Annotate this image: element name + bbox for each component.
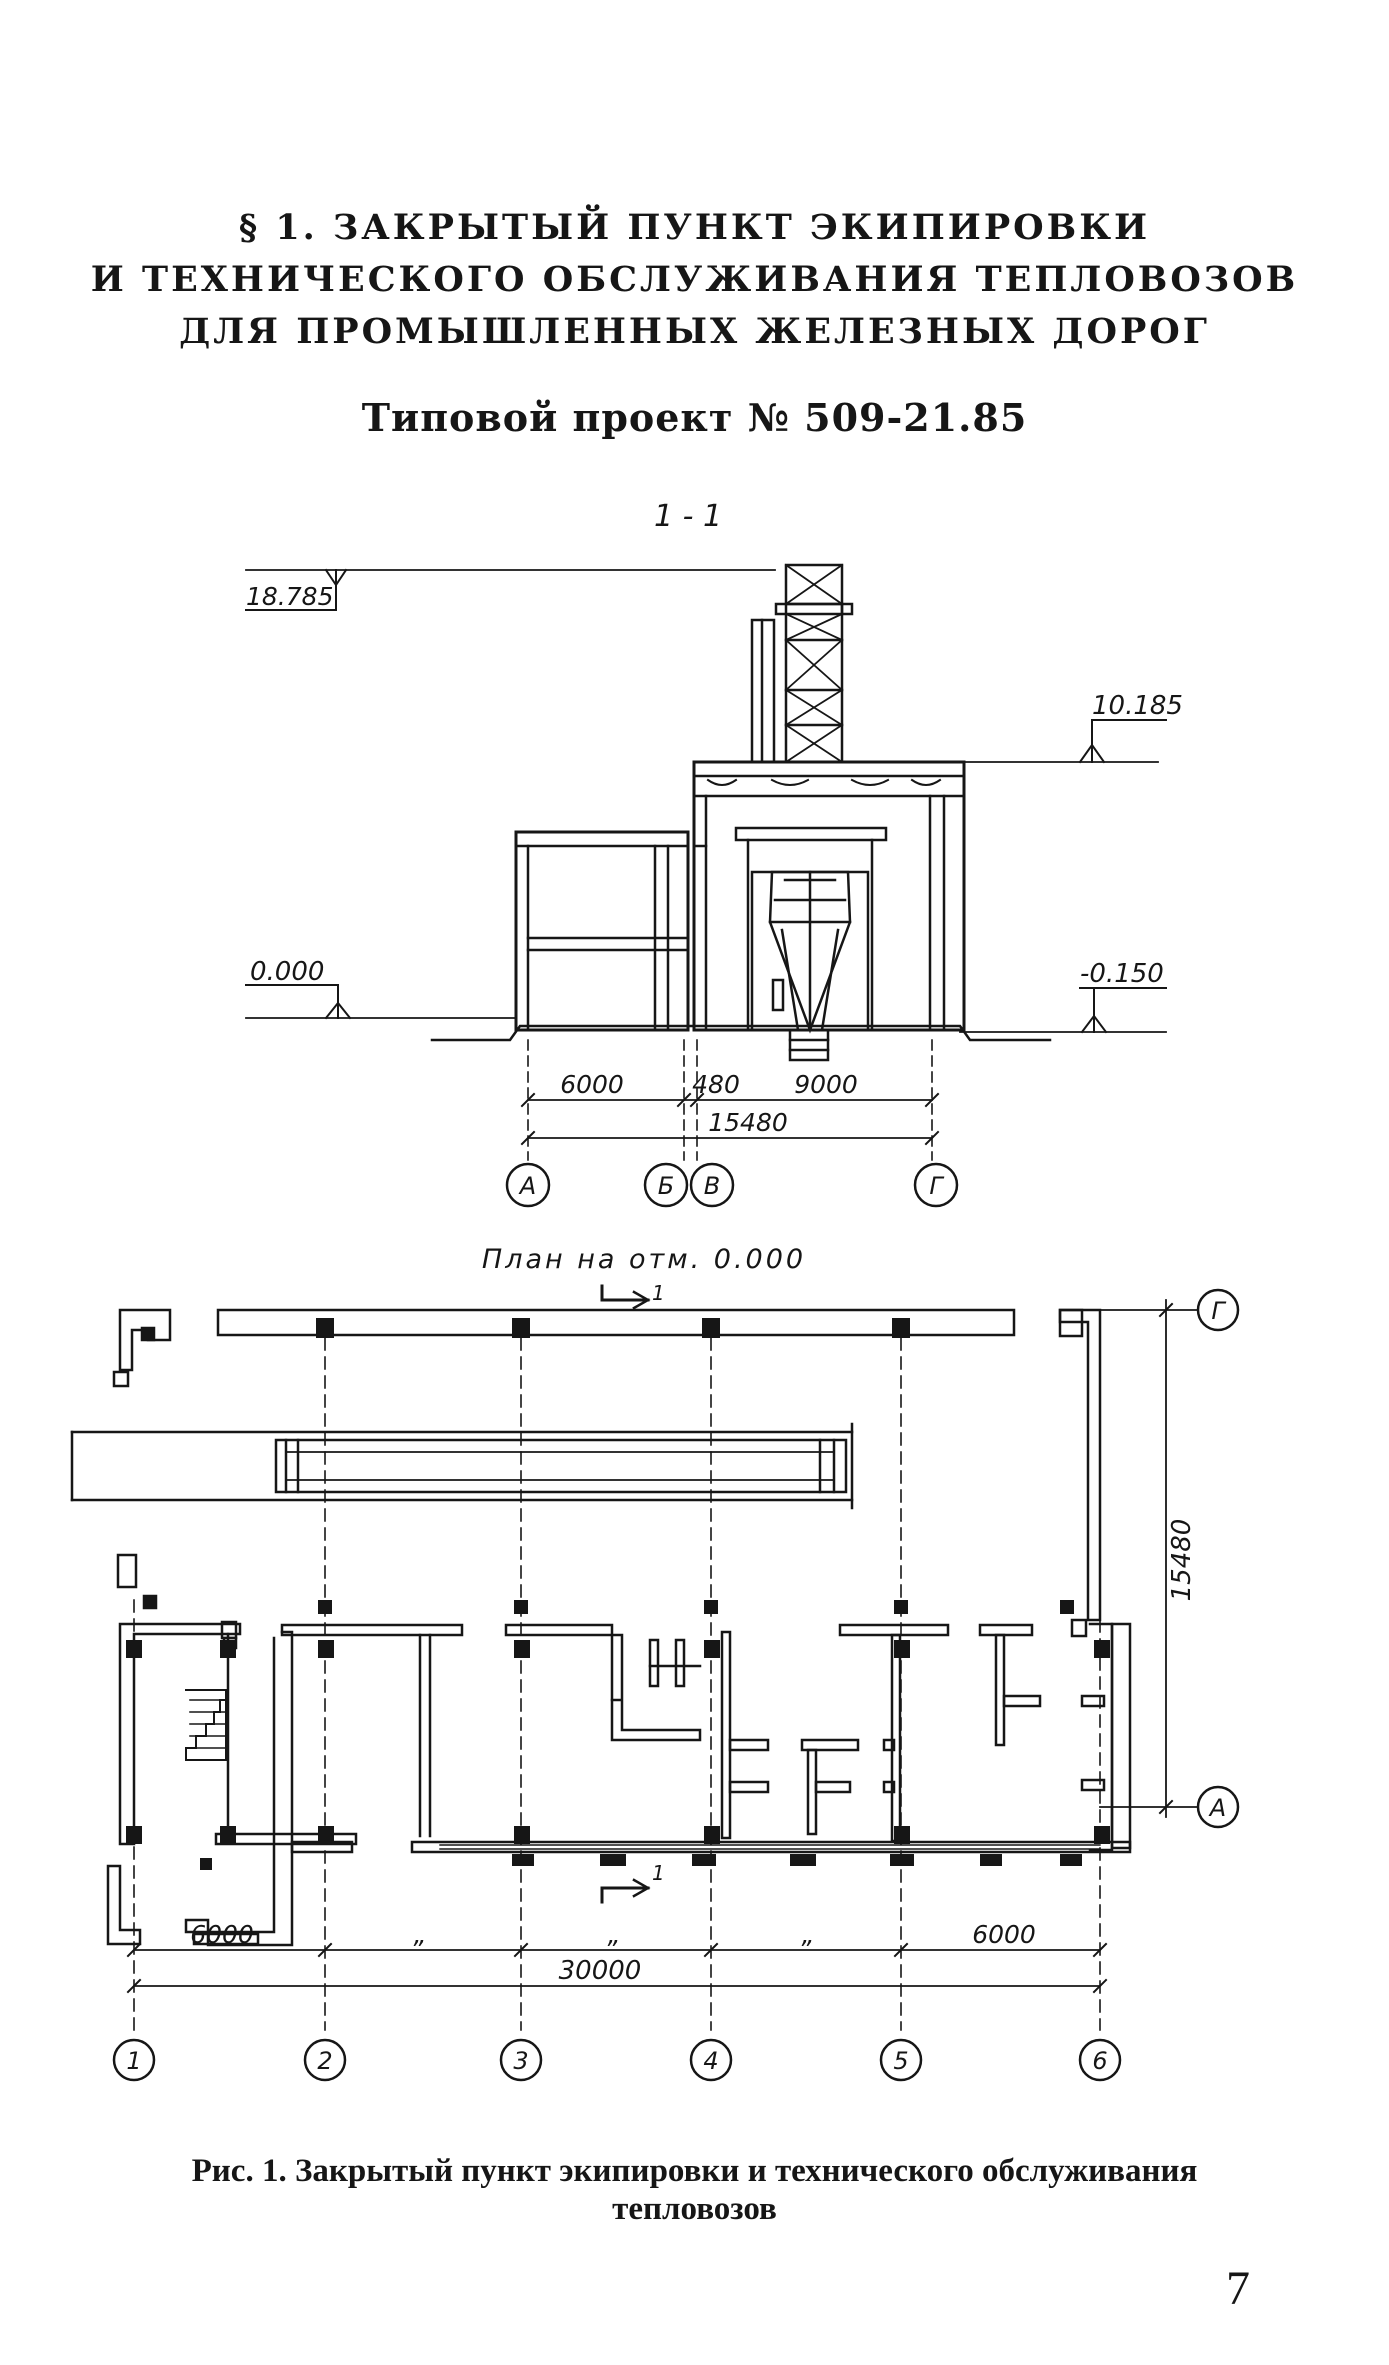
level-roof: 10.185 xyxy=(1092,691,1183,721)
dim-480: 480 xyxy=(692,1070,740,1099)
section-1-1 xyxy=(245,563,1167,1208)
axis-2: 2 xyxy=(317,2047,332,2075)
axis-a-plan: А xyxy=(1208,1794,1226,1822)
figure-caption: Рис. 1. Закрытый пункт экипировки и техн… xyxy=(0,2152,1389,2228)
dim-15480-plan: 15480 xyxy=(1167,1519,1197,1602)
axis-a-section: А xyxy=(518,1172,536,1200)
caption-line-2: тепловозов xyxy=(612,2191,777,2227)
level-minus: -0.150 xyxy=(1080,959,1164,989)
dim-30000: 30000 xyxy=(559,1956,642,1986)
axis-b-section: Б xyxy=(658,1172,674,1200)
dim-ditto-2: „ xyxy=(608,1920,621,1949)
level-zero: 0.000 xyxy=(250,957,324,987)
dim-ditto-3: „ xyxy=(802,1920,815,1949)
dim-15480-section: 15480 xyxy=(708,1108,788,1137)
dim-ditto-1: „ xyxy=(414,1920,427,1949)
axis-4: 4 xyxy=(703,2047,718,2075)
heading-line-1: § 1. ЗАКРЫТЫЙ ПУНКТ ЭКИПИРОВКИ xyxy=(238,207,1151,248)
dim-9000: 9000 xyxy=(794,1070,858,1099)
cut-mark-top: 1 xyxy=(652,1281,665,1305)
axis-6: 6 xyxy=(1092,2047,1107,2075)
level-top: 18.785 xyxy=(246,582,333,611)
axis-g-plan: Г xyxy=(1211,1297,1226,1325)
cut-mark-bottom: 1 xyxy=(652,1861,665,1885)
page-number: 7 xyxy=(1226,2262,1250,2315)
section-label: 1 - 1 xyxy=(654,499,722,534)
axis-5: 5 xyxy=(893,2047,908,2075)
axis-3: 3 xyxy=(513,2047,528,2075)
dim-6000-section: 6000 xyxy=(560,1070,624,1099)
heading-line-3: ДЛЯ ПРОМЫШЛЕННЫХ ЖЕЛЕЗНЫХ ДОРОГ xyxy=(179,311,1210,352)
axis-g-section: Г xyxy=(929,1172,944,1200)
dim-6000-left: 6000 xyxy=(190,1920,254,1949)
project-number: Типовой проект № 509-21.85 xyxy=(361,395,1028,440)
heading-line-2: И ТЕХНИЧЕСКОГО ОБСЛУЖИВАНИЯ ТЕПЛОВОЗОВ xyxy=(90,259,1299,300)
section-heading: § 1. ЗАКРЫТЫЙ ПУНКТ ЭКИПИРОВКИ И ТЕХНИЧЕ… xyxy=(0,202,1389,358)
plan-title: План на отм. 0.000 xyxy=(482,1244,806,1275)
caption-line-1: Рис. 1. Закрытый пункт экипировки и техн… xyxy=(191,2153,1198,2189)
axis-1: 1 xyxy=(126,2047,141,2075)
floor-plan xyxy=(70,1284,1240,2082)
dim-6000-right: 6000 xyxy=(972,1920,1036,1949)
axis-v-section: В xyxy=(704,1172,720,1200)
